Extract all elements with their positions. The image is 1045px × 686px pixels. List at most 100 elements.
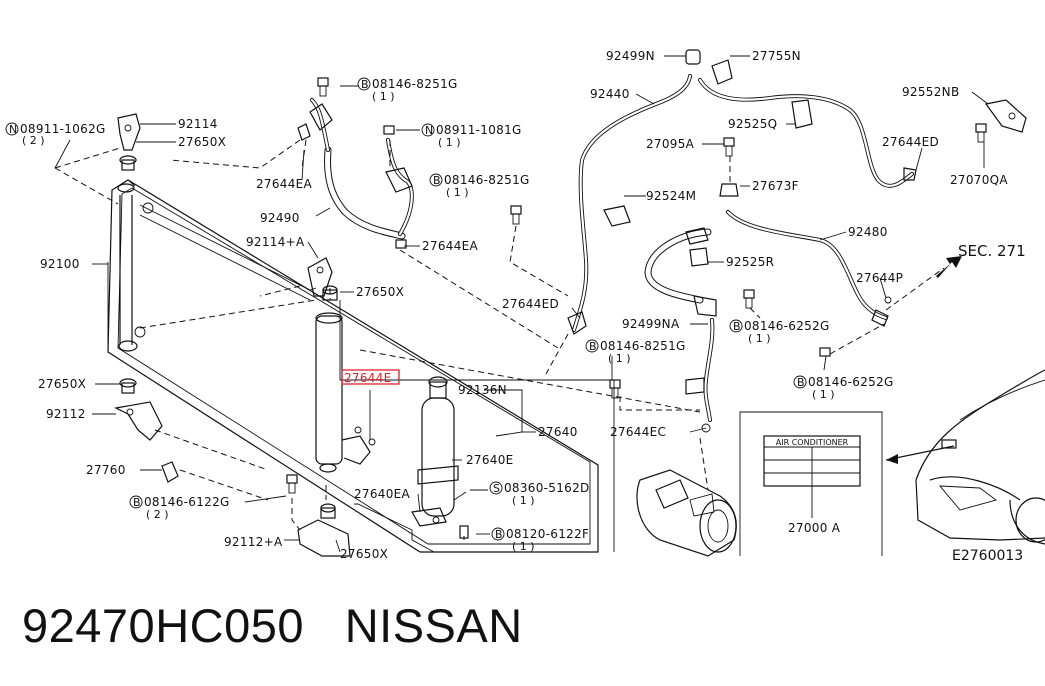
label-27644EC[interactable]: 27644EC [610,425,666,439]
label-card-box[interactable]: AIR CONDITIONER [739,411,955,556]
label-27000A[interactable]: 27000 A [788,521,841,535]
section-arrow[interactable] [936,256,962,278]
label-27644ED[interactable]: 27644ED [882,135,939,149]
label-08146-6122G[interactable]: 08146-6122G [144,495,230,509]
hose-92490[interactable] [297,77,522,249]
bracket-92552nb[interactable] [975,99,1027,143]
label-92112-a[interactable]: 92112+A [224,535,283,549]
label-08146-6252G[interactable]: 08146-6252G [808,375,894,389]
callout-prefix: B [797,376,805,389]
hose-92480[interactable] [609,210,892,433]
label-92525Q[interactable]: 92525Q [728,117,777,131]
label-27644E-highlighted[interactable]: 27644E [344,371,392,385]
compressor[interactable] [636,469,737,557]
label-27640EA[interactable]: 27640EA [354,487,411,501]
label-08146-8251G[interactable]: 08146-8251G [444,173,530,187]
pipe-92440[interactable] [567,49,917,335]
mount-92112[interactable] [114,378,163,441]
part-number: 92470HC050 [22,599,304,652]
label-92490[interactable]: 92490 [260,211,300,225]
leader-lines [54,139,945,540]
callout-labels: N 08911-1062G ( 2 ) 92114 27650X B 08146… [5,49,1026,564]
callout-prefix-icon [585,339,599,353]
label-27673F[interactable]: 27673F [752,179,799,193]
callout-prefix-icon [129,495,143,509]
label-92552NB[interactable]: 92552NB [902,85,959,99]
label-92136N[interactable]: 92136N [458,383,507,397]
car-outline[interactable] [915,369,1045,545]
section-ref[interactable]: SEC. 271 [958,242,1026,260]
label-card-title: AIR CONDITIONER [776,438,849,447]
label-92114-a[interactable]: 92114+A [246,235,305,249]
label-qty: ( 2 ) [22,134,45,147]
callout-prefix-icon [793,375,807,389]
callout-prefix-icon [491,527,505,541]
label-leaders [54,55,989,553]
callout-prefix: B [361,78,369,91]
label-08911-1062G[interactable]: 08911-1062G [20,122,106,136]
label-92525R[interactable]: 92525R [726,255,774,269]
callout-prefix: B [733,320,741,333]
label-27644EA[interactable]: 27644EA [256,177,313,191]
label-08146-8251G[interactable]: 08146-8251G [372,77,458,91]
label-27640E[interactable]: 27640E [466,453,514,467]
bolt-08146-6122G[interactable] [286,474,298,494]
label-92499N[interactable]: 92499N [606,49,655,63]
callout-prefix-icon [357,77,371,91]
label-08146-8251G[interactable]: 08146-8251G [600,339,686,353]
label-27644ED[interactable]: 27644ED [502,297,559,311]
callout-prefix: B [495,528,503,541]
callout-prefix: B [433,174,441,187]
label-qty: ( 1 ) [512,494,535,507]
label-27644P[interactable]: 27644P [856,271,903,285]
callout-prefix: B [133,496,141,509]
bracket-92114-a[interactable] [307,257,338,301]
label-27095A[interactable]: 27095A [646,137,695,151]
label-08120-6122F[interactable]: 08120-6122F [506,527,589,541]
callout-prefix-icon [729,319,743,333]
label-08146-6252G[interactable]: 08146-6252G [744,319,830,333]
highlight-box [341,369,400,385]
label-qty: ( 1 ) [446,186,469,199]
label-27755N[interactable]: 27755N [752,49,801,63]
mount-92112-a[interactable] [297,503,351,557]
callout-prefix: B [589,340,597,353]
label-92112[interactable]: 92112 [46,407,86,421]
label-27650X[interactable]: 27650X [340,547,388,561]
label-27760[interactable]: 27760 [86,463,126,477]
label-92524M[interactable]: 92524M [646,189,696,203]
label-27650X[interactable]: 27650X [178,135,226,149]
label-27644EA[interactable]: 27644EA [422,239,479,253]
label-92114[interactable]: 92114 [178,117,218,131]
receiver-drier-27640[interactable] [411,376,469,539]
bracket-line-27640 [339,300,615,553]
label-qty: ( 1 ) [748,332,771,345]
label-92480[interactable]: 92480 [848,225,888,239]
upper-bracket-92114[interactable] [117,113,141,171]
callout-prefix: S [493,482,500,495]
callout-prefix: N [9,123,17,136]
label-92440[interactable]: 92440 [590,87,630,101]
label-08911-1081G[interactable]: 08911-1081G [436,123,522,137]
callout-prefix: N [425,124,433,137]
label-92100[interactable]: 92100 [40,257,80,271]
footer-caption: 92470HC050 NISSAN [22,598,523,653]
label-qty: ( 2 ) [146,508,169,521]
label-27650X[interactable]: 27650X [38,377,86,391]
tank-27644e[interactable] [315,312,376,473]
arrow-icon [886,454,898,464]
callout-prefix-icon [5,122,19,136]
label-27640[interactable]: 27640 [538,425,578,439]
callout-prefix-icon [429,173,443,187]
label-qty: ( 1 ) [608,352,631,365]
label-qty: ( 1 ) [372,90,395,103]
callout-prefix-icon [421,123,435,137]
label-27070QA[interactable]: 27070QA [950,173,1008,187]
label-qty: ( 1 ) [512,540,535,553]
label-08360-5162D[interactable]: 08360-5162D [504,481,590,495]
label-27650X[interactable]: 27650X [356,285,404,299]
brand-name: NISSAN [344,599,523,652]
label-92499NA[interactable]: 92499NA [622,317,680,331]
clip-27760[interactable] [161,461,179,483]
